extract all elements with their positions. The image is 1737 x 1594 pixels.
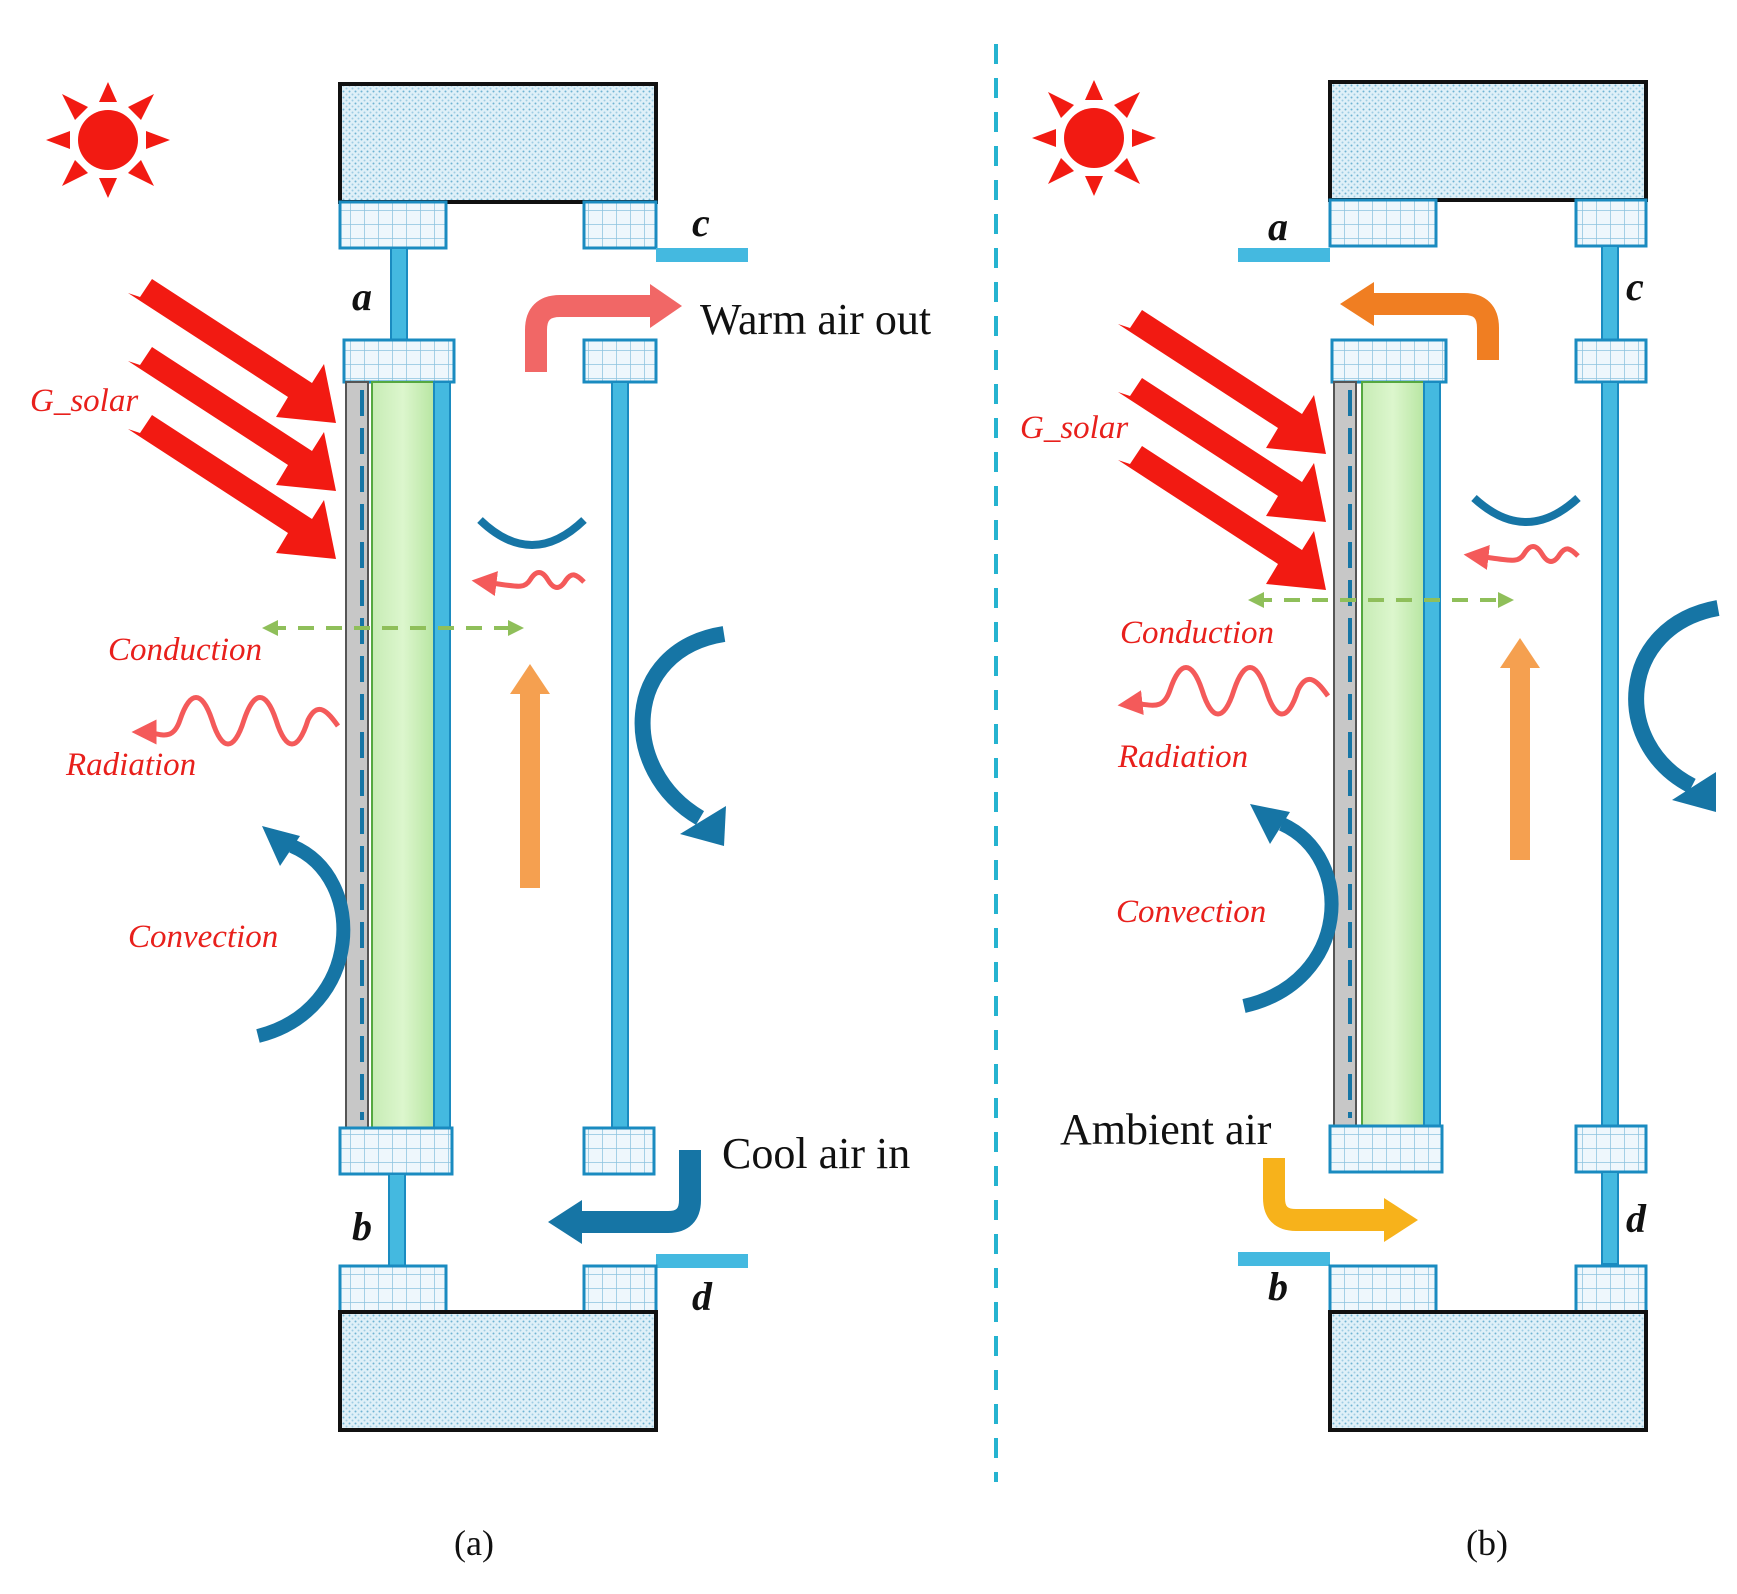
sun-icon (46, 82, 170, 198)
solar-ray-arrow (128, 279, 336, 559)
radiation-wave-arrow (471, 570, 586, 596)
pv-module (1361, 381, 1425, 1127)
frame-block (582, 1264, 658, 1314)
frame-block (338, 200, 448, 250)
upflow-arrow (1500, 638, 1540, 860)
convection-arc-arrow (1471, 495, 1581, 526)
wall-top (1328, 80, 1648, 202)
pv-module (371, 381, 435, 1129)
inner-glass (1423, 381, 1441, 1127)
conduction-label: Conduction (1120, 615, 1274, 651)
vent-a-label: a (352, 274, 372, 319)
vent-b-flap (1238, 1252, 1330, 1266)
convection-label: Convection (1116, 894, 1266, 930)
frame-block (1328, 1124, 1444, 1174)
warm-air-out-arrow (525, 284, 682, 372)
frame-block (342, 338, 456, 384)
cool-air-in-arrow (548, 1150, 701, 1244)
frame-block (338, 1126, 454, 1176)
glass-outer (1333, 381, 1357, 1127)
panel-b: G_solar Conduction Radiation Convection … (1020, 80, 1720, 1563)
radiation-wave-arrow (1463, 544, 1580, 570)
caption-b: (b) (1466, 1523, 1508, 1563)
panel-a: G_solar Conduction Radiation Convection … (30, 82, 931, 1563)
vent-d-label: d (692, 1274, 713, 1319)
wall-bottom (338, 1310, 658, 1432)
vent-c-stem (1601, 245, 1619, 341)
outer-pane (1601, 381, 1619, 1127)
convection-arc-arrow (1628, 600, 1720, 812)
ambient-air-arrow (1263, 1158, 1418, 1242)
frame-block (1574, 1264, 1648, 1314)
g-solar-label: G_solar (1020, 410, 1128, 446)
frame-block (1330, 338, 1448, 384)
ambient-air-label: Ambient air (1060, 1105, 1272, 1154)
vent-a-flap (1238, 248, 1330, 262)
frame-block (1574, 338, 1648, 384)
warm-air-out-arrow (1340, 282, 1499, 360)
radiation-label: Radiation (65, 747, 196, 783)
convection-arc-arrow (634, 626, 726, 846)
vent-c-flap (656, 248, 748, 262)
vent-b-label: b (352, 1204, 372, 1249)
warm-air-out-label: Warm air out (700, 295, 931, 344)
solar-ray-arrow (1118, 310, 1326, 590)
wall-top (338, 82, 658, 204)
vent-b-label: b (1268, 1264, 1288, 1309)
glass-outer (345, 381, 369, 1129)
conduction-label: Conduction (108, 632, 262, 668)
radiation-label: Radiation (1117, 739, 1248, 775)
convection-arc-arrow (1242, 804, 1339, 1013)
frame-block (582, 338, 658, 384)
g-solar-label: G_solar (30, 383, 138, 419)
vent-d-flap (656, 1254, 748, 1268)
vent-c-label: c (1626, 264, 1644, 309)
frame-block (338, 1264, 448, 1314)
vent-a-stem (390, 247, 408, 341)
upflow-arrow (510, 664, 550, 888)
cool-air-in-label: Cool air in (722, 1129, 910, 1178)
convection-arc-arrow (256, 826, 351, 1043)
frame-block (582, 200, 658, 250)
radiation-wave-arrow (1117, 665, 1331, 717)
radiation-wave-arrow (131, 695, 341, 747)
inner-glass (433, 381, 451, 1129)
sun-icon (1032, 80, 1156, 196)
convection-arc-arrow (477, 517, 587, 549)
inner-pane (611, 381, 629, 1129)
frame-block (1574, 1124, 1648, 1174)
vent-c-label: c (692, 200, 710, 245)
wall-bottom (1328, 1310, 1648, 1432)
frame-block (582, 1126, 656, 1176)
convection-label: Convection (128, 919, 278, 955)
vent-d-label: d (1626, 1196, 1647, 1241)
frame-block (1328, 1264, 1438, 1314)
vent-d-stem (1601, 1171, 1619, 1265)
vent-a-label: a (1268, 204, 1288, 249)
caption-a: (a) (454, 1523, 494, 1563)
vent-b-stem (388, 1173, 406, 1267)
frame-block (1328, 198, 1438, 248)
frame-block (1574, 198, 1648, 248)
